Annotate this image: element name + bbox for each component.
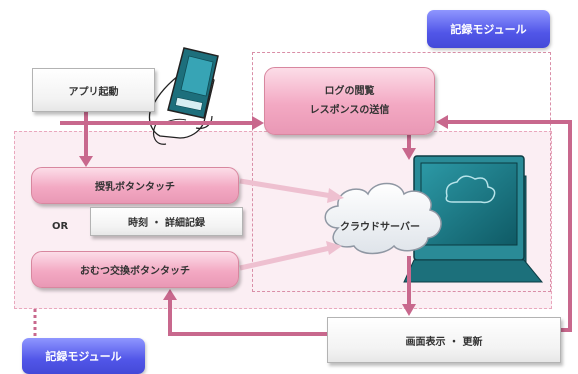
arrow-display-to-diaper-head bbox=[163, 289, 177, 300]
feeding-button-touch-box: 授乳ボタンタッチ bbox=[31, 167, 239, 204]
arrow-feed-to-cloud bbox=[239, 178, 333, 199]
arrow-loop-back-to-log bbox=[446, 120, 572, 330]
log-view-response-box: ログの閲覧 レスポンスの送信 bbox=[264, 67, 435, 135]
arrow-diaper-to-cloud-head bbox=[326, 241, 342, 255]
arrow-display-to-diaper bbox=[168, 298, 327, 336]
time-detail-record-label: 時刻 ・ 詳細記録 bbox=[128, 218, 205, 229]
module-label-top: 記録モジュール bbox=[427, 10, 550, 48]
hand-holding-phone-icon bbox=[148, 47, 219, 145]
or-label: OR bbox=[52, 221, 69, 232]
server-region bbox=[252, 52, 551, 292]
diaper-button-touch-label: おむつ交換ボタンタッチ bbox=[80, 266, 190, 277]
app-launch-label: アプリ起動 bbox=[68, 86, 119, 98]
arrow-log-to-cloud-head bbox=[402, 148, 416, 160]
log-view-label: ログの閲覧 bbox=[324, 86, 375, 97]
cloud-server-label: クラウドサーバー bbox=[340, 222, 420, 233]
arrow-diaper-to-cloud bbox=[239, 245, 331, 271]
arrow-launch-to-feed-head bbox=[79, 156, 93, 167]
screen-display-update-box: 画面表示 ・ 更新 bbox=[327, 317, 561, 363]
app-launch-box: アプリ起動 bbox=[32, 68, 155, 112]
module-label-bottom: 記録モジュール bbox=[22, 338, 145, 374]
diaper-button-touch-box: おむつ交換ボタンタッチ bbox=[31, 251, 239, 288]
arrow-cloud-to-display-head bbox=[402, 304, 416, 316]
time-detail-record-box: 時刻 ・ 詳細記録 bbox=[90, 207, 243, 236]
cloud-icon bbox=[324, 182, 442, 255]
arrow-loop-back-to-log-head bbox=[436, 115, 448, 129]
arrow-feed-to-cloud-head bbox=[327, 188, 344, 203]
screen-display-update-label: 画面表示 ・ 更新 bbox=[405, 336, 483, 348]
feeding-button-touch-label: 授乳ボタンタッチ bbox=[95, 182, 175, 193]
arrow-to-log-head bbox=[252, 116, 264, 130]
response-send-label: レスポンスの送信 bbox=[309, 105, 390, 116]
